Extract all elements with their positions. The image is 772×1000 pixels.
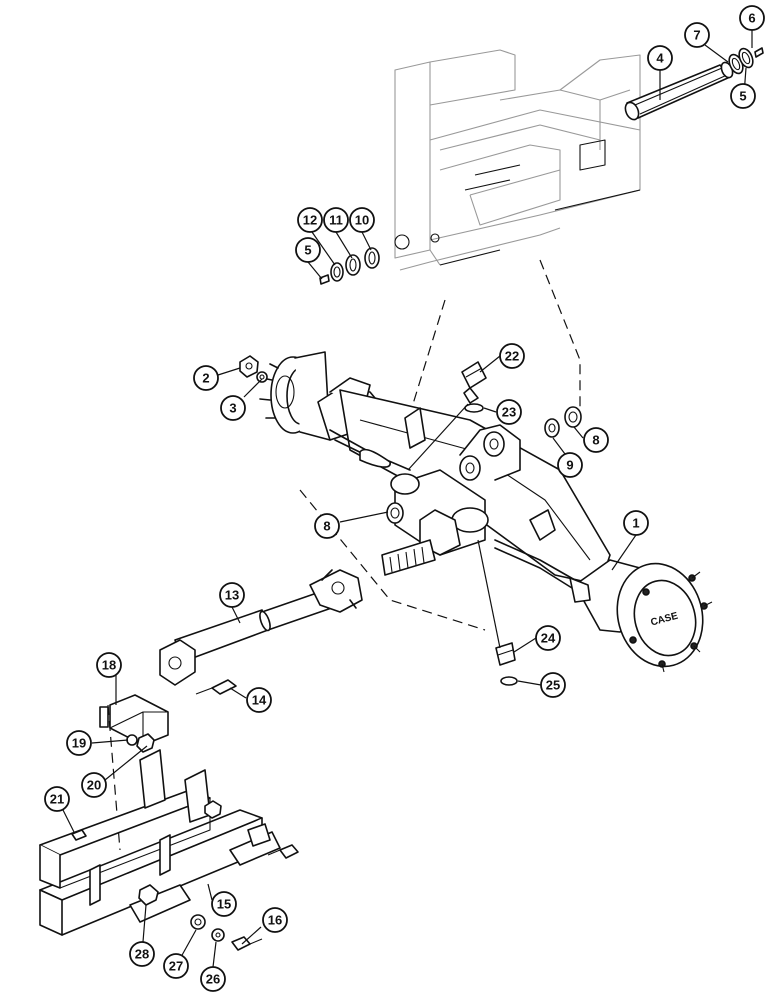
- callout-4-label: 4: [656, 51, 664, 66]
- callout-5-left-label: 5: [304, 243, 311, 258]
- callout-3-label: 3: [229, 401, 236, 416]
- callout-16-label: 16: [268, 913, 282, 928]
- callout-10-label: 10: [355, 213, 369, 228]
- callout-6-label: 6: [748, 11, 755, 26]
- callout-19: 19: [66, 730, 92, 756]
- pivot-bushings: [386, 406, 582, 524]
- callout-25: 25: [540, 672, 566, 698]
- callout-15-label: 15: [217, 897, 231, 912]
- callout-11: 11: [323, 207, 349, 233]
- callout-13-label: 13: [225, 588, 239, 603]
- callout-14: 14: [246, 687, 272, 713]
- callout-16: 16: [262, 907, 288, 933]
- callout-24: 24: [535, 625, 561, 651]
- callout-26: 26: [200, 966, 226, 992]
- callout-12-label: 12: [303, 213, 317, 228]
- callout-5-top: 5: [730, 83, 756, 109]
- callout-8-left-label: 8: [323, 519, 330, 534]
- callout-8-left: 8: [314, 513, 340, 539]
- pivot-rings-front: [319, 247, 380, 285]
- callout-13: 13: [219, 582, 245, 608]
- callout-22: 22: [499, 343, 525, 369]
- callout-2-label: 2: [202, 371, 209, 386]
- callout-11-label: 11: [329, 213, 343, 228]
- callout-24-label: 24: [541, 631, 556, 646]
- callout-22-label: 22: [505, 349, 519, 364]
- callout-8-right: 8: [583, 427, 609, 453]
- callout-28-label: 28: [135, 947, 149, 962]
- callout-18: 18: [96, 652, 122, 678]
- callout-18-label: 18: [102, 658, 116, 673]
- support-bracket: [99, 694, 169, 746]
- callout-5-top-label: 5: [739, 89, 746, 104]
- callout-27-label: 27: [169, 959, 183, 974]
- callout-23-label: 23: [502, 405, 516, 420]
- bolt-14: [195, 679, 237, 695]
- callout-26-label: 26: [206, 972, 220, 987]
- callout-20-label: 20: [87, 778, 101, 793]
- callout-28: 28: [129, 941, 155, 967]
- callout-8-right-label: 8: [592, 433, 599, 448]
- callout-10: 10: [349, 207, 375, 233]
- callout-6: 6: [739, 5, 765, 31]
- callout-1-label: 1: [632, 516, 639, 531]
- callout-9-label: 9: [566, 458, 573, 473]
- callout-23: 23: [496, 399, 522, 425]
- lower-cradle-frame: [39, 749, 281, 936]
- callout-21: 21: [44, 786, 70, 812]
- bracket-nut-washer: [126, 733, 155, 753]
- callout-12: 12: [297, 207, 323, 233]
- callout-14-label: 14: [252, 693, 267, 708]
- callout-7: 7: [684, 22, 710, 48]
- callout-2: 2: [193, 365, 219, 391]
- hub-nut-and-washer: [239, 355, 268, 383]
- callout-15: 15: [211, 891, 237, 917]
- callout-20: 20: [81, 772, 107, 798]
- callout-9: 9: [557, 452, 583, 478]
- callout-19-label: 19: [72, 736, 86, 751]
- front-axle: CASE: [259, 351, 713, 673]
- callout-27: 27: [163, 953, 189, 979]
- pivot-pin-assembly: [624, 47, 764, 121]
- leader-lines: [59, 30, 753, 968]
- callout-3: 3: [220, 395, 246, 421]
- straight-fitting: [477, 539, 518, 686]
- machine-frame: [394, 49, 641, 271]
- callout-21-label: 21: [50, 792, 64, 807]
- callout-25-label: 25: [546, 678, 560, 693]
- callout-5-left: 5: [295, 237, 321, 263]
- callout-4: 4: [647, 45, 673, 71]
- callout-1: 1: [623, 510, 649, 536]
- callouts: 1 2 3 4 5 5 6 7 8 8 9 10 11 12 13 14 15 …: [44, 5, 765, 992]
- drive-shaft: [159, 569, 363, 686]
- grease-elbow-fitting: [407, 361, 487, 471]
- callout-7-label: 7: [693, 28, 700, 43]
